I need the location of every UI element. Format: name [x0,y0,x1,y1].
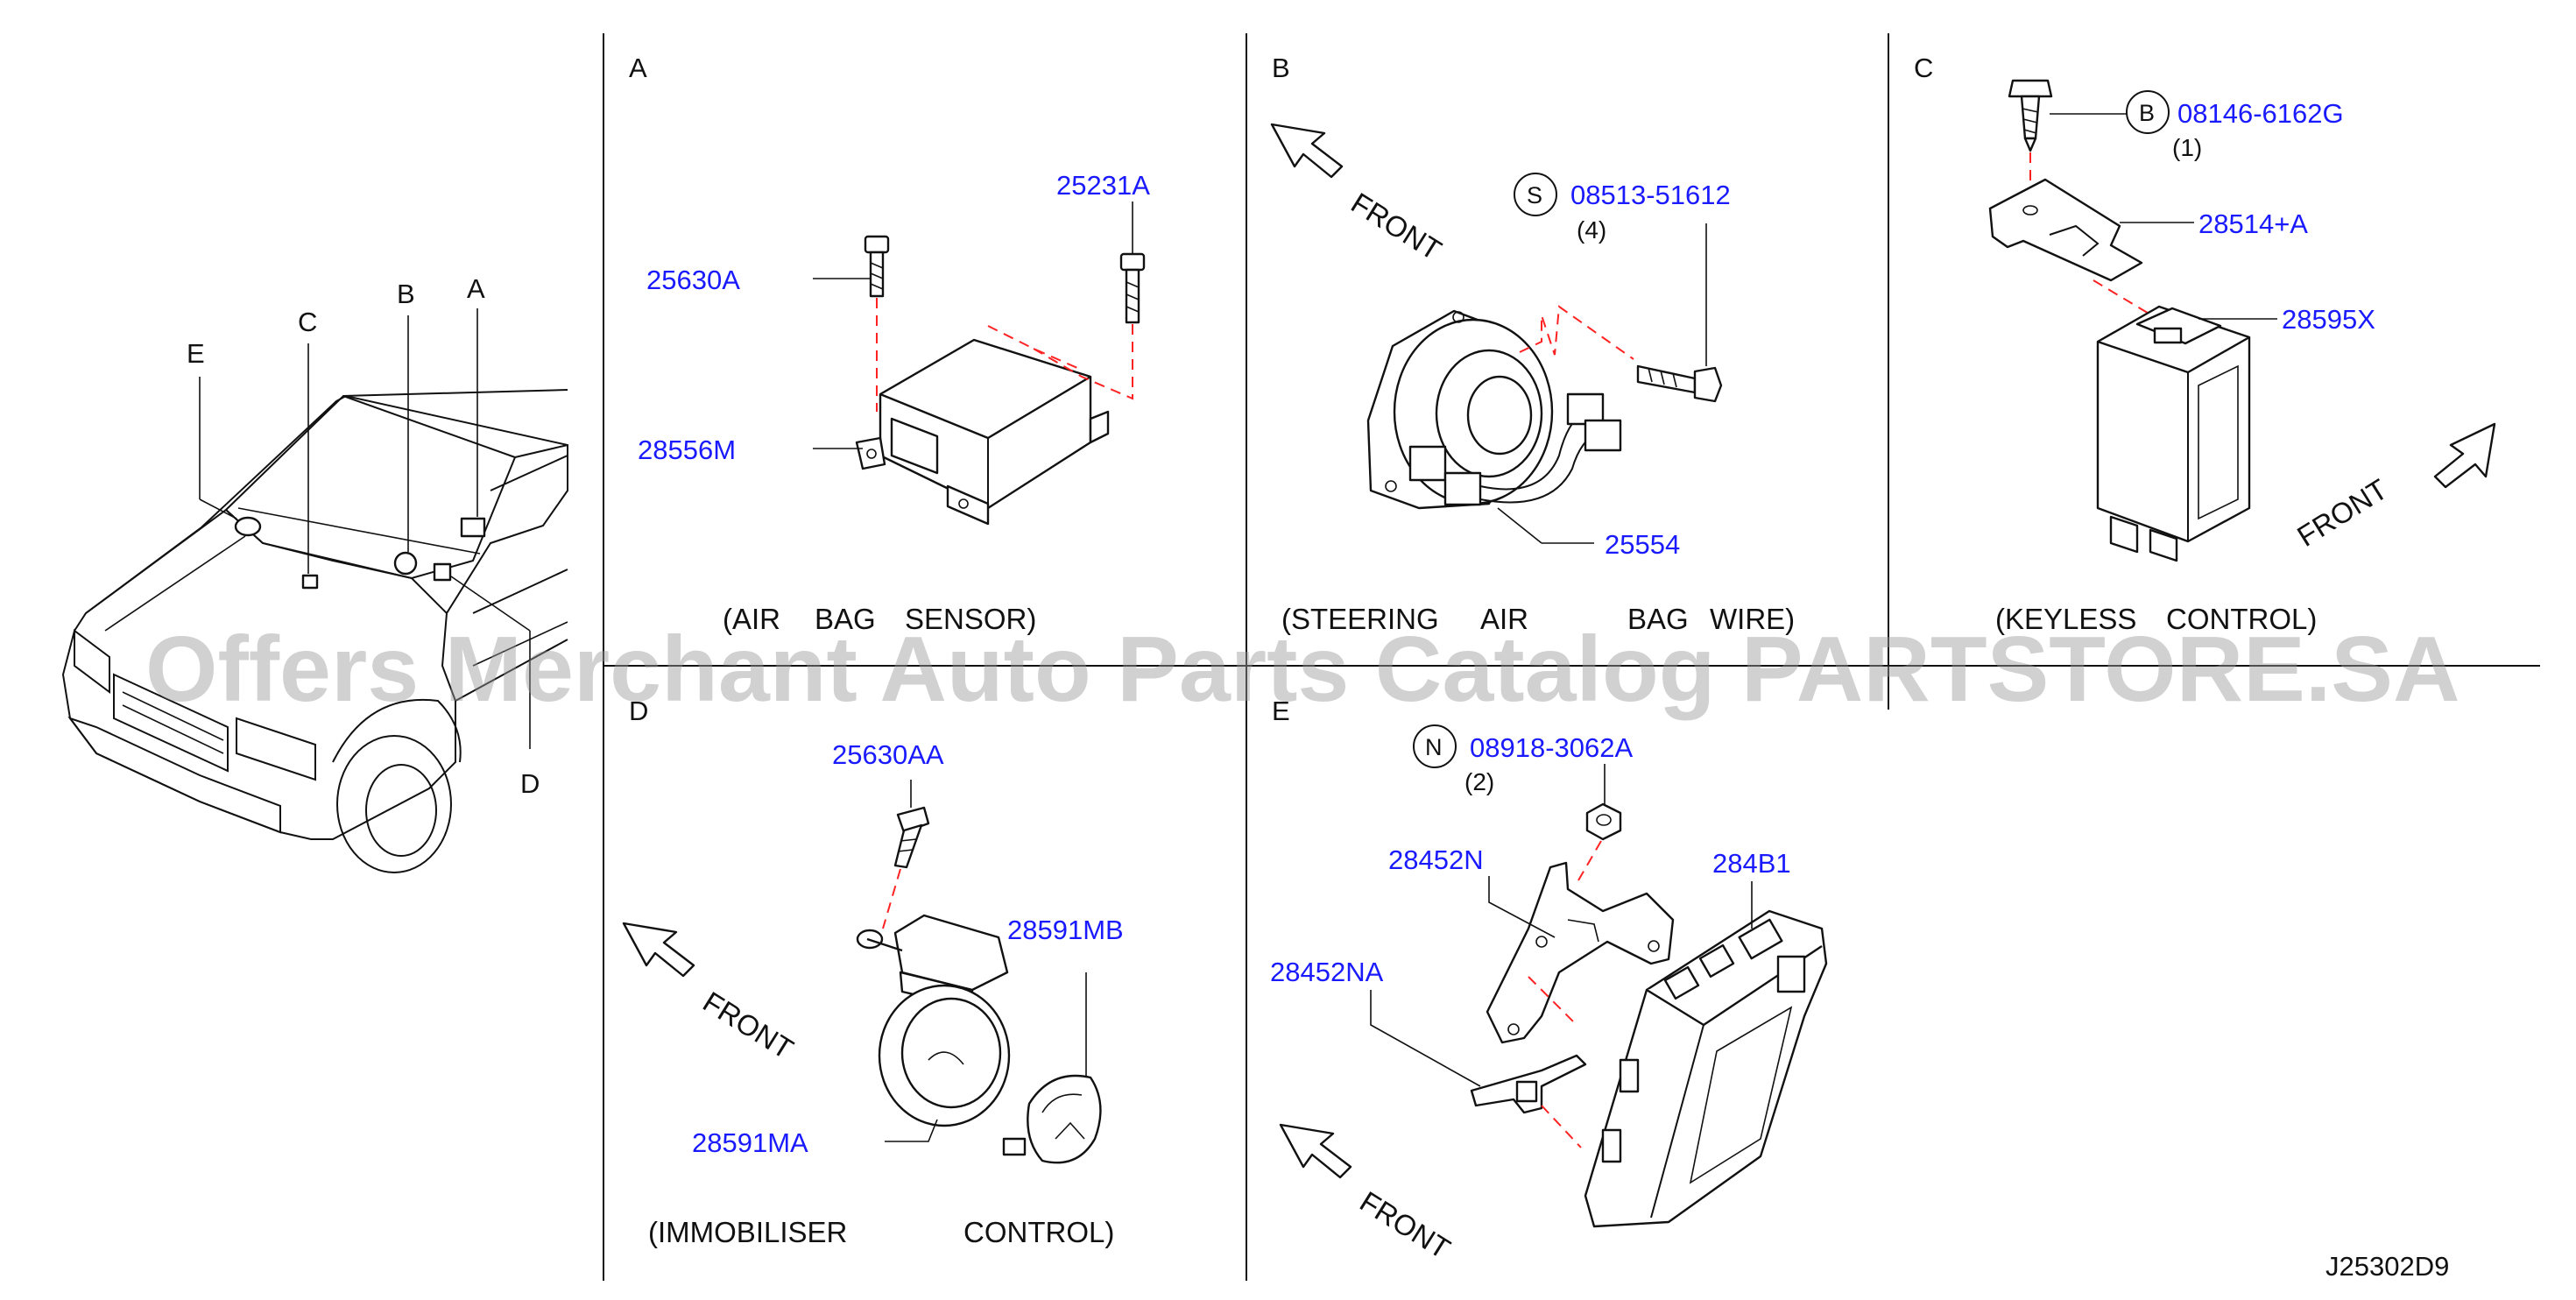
part-number-28452na: 28452NA [1270,957,1384,987]
section-a-caption: (AIR BAG SENSOR) [723,603,1036,635]
section-b-letter: B [1272,53,1290,83]
vehicle-callout-b: B [397,279,415,309]
section-e-letter: E [1272,696,1290,726]
bolt-icon [864,235,890,298]
part-number-25630aa: 25630AA [832,739,944,770]
part-number-08513-51612: 08513-51612 [1570,180,1731,210]
section-c: C B 08146-6162G (1) 28514+A [1914,53,2496,635]
antenna-ring-large-icon [878,984,1011,1127]
bracket-icon [1988,178,2143,282]
section-b-caption: (STEERING AIR BAG WIRE) [1281,603,1795,635]
nut-icon [1585,802,1622,841]
bolt-icon [893,806,930,869]
bolt-icon [1119,252,1146,324]
fastener-symbol-s: S [1514,173,1557,216]
svg-text:FRONT: FRONT [1354,1185,1456,1266]
fastener-qty-e: (2) [1464,768,1494,795]
part-number-28591ma: 28591MA [692,1127,808,1158]
part-number-25630a: 25630A [646,265,740,295]
vehicle-callout-c: C [298,307,317,337]
svg-text:WIRE): WIRE) [1710,603,1795,635]
bracket-upper-icon [1486,861,1675,1044]
part-number-284b1: 284B1 [1712,848,1791,879]
front-arrow-icon: FRONT [1270,123,1447,267]
section-d-caption: (IMMOBILISER CONTROL) [648,1216,1114,1248]
svg-text:FRONT: FRONT [2291,472,2393,553]
vehicle-overview: E C B A D [61,273,568,873]
part-number-28595x: 28595X [2282,304,2375,335]
steering-air-bag-wire-icon [1366,309,1622,510]
svg-text:N: N [1425,734,1443,760]
antenna-ring-small-icon [1002,1074,1102,1164]
diagram-reference: J25302D9 [2325,1251,2449,1282]
part-number-25554: 25554 [1605,529,1680,560]
bracket-lower-icon [1470,1054,1587,1114]
svg-text:S: S [1527,182,1542,208]
front-arrow-icon: FRONT [1279,1123,1456,1266]
section-c-caption: (KEYLESS CONTROL) [1995,603,2317,635]
front-arrow-icon: FRONT [2291,422,2496,553]
watermark: Offers Merchant Auto Parts Catalog PARTS… [145,618,2460,721]
screw-icon [2008,79,2053,152]
section-a: A [629,53,1150,635]
svg-text:(STEERING: (STEERING [1281,603,1439,635]
part-number-28591mb: 28591MB [1007,915,1124,945]
air-bag-sensor-icon [855,338,1110,526]
fastener-symbol-n: N [1413,724,1457,768]
section-e: E N 08918-3062A (2) [1270,696,1828,1266]
svg-text:FRONT: FRONT [1345,187,1447,267]
section-a-letter: A [629,53,647,83]
svg-text:AIR: AIR [1480,603,1528,635]
svg-text:CONTROL): CONTROL) [963,1216,1114,1248]
part-number-25231a: 25231A [1056,170,1150,201]
svg-text:BAG: BAG [1627,603,1689,635]
control-module-icon [1584,909,1828,1228]
fastener-symbol-b: B [2126,90,2170,134]
part-number-28514-a: 28514+A [2198,208,2308,239]
svg-text:SENSOR): SENSOR) [905,603,1036,635]
part-number-28452n: 28452N [1388,844,1484,875]
svg-text:(KEYLESS: (KEYLESS [1995,603,2136,635]
vehicle-callout-d: D [520,768,540,799]
vehicle-callout-a: A [467,273,485,304]
section-b: B FRONT S 08513-51612 (4) [1270,53,1795,635]
front-arrow-icon: FRONT [622,922,799,1066]
section-d-letter: D [629,696,648,726]
svg-text:BAG: BAG [815,603,876,635]
fastener-qty-c: (1) [2172,134,2202,161]
part-number-08918-3062a: 08918-3062A [1470,732,1633,763]
section-d: D FRONT 25630AA 28591M [622,696,1124,1248]
svg-text:CONTROL): CONTROL) [2166,603,2317,635]
panel-dividers [603,33,2540,1281]
fastener-qty-b: (4) [1577,216,1606,244]
keyless-control-unit-icon [2096,305,2251,562]
section-c-letter: C [1914,53,1933,83]
part-number-08146-6162g: 08146-6162G [2177,98,2344,129]
screw-icon [1636,364,1723,403]
vehicle-callout-e: E [187,338,205,369]
svg-text:FRONT: FRONT [697,986,799,1066]
svg-text:(AIR: (AIR [723,603,780,635]
svg-text:B: B [2139,100,2155,126]
svg-text:(IMMOBILISER: (IMMOBILISER [648,1216,847,1248]
part-number-28556m: 28556M [638,435,736,465]
